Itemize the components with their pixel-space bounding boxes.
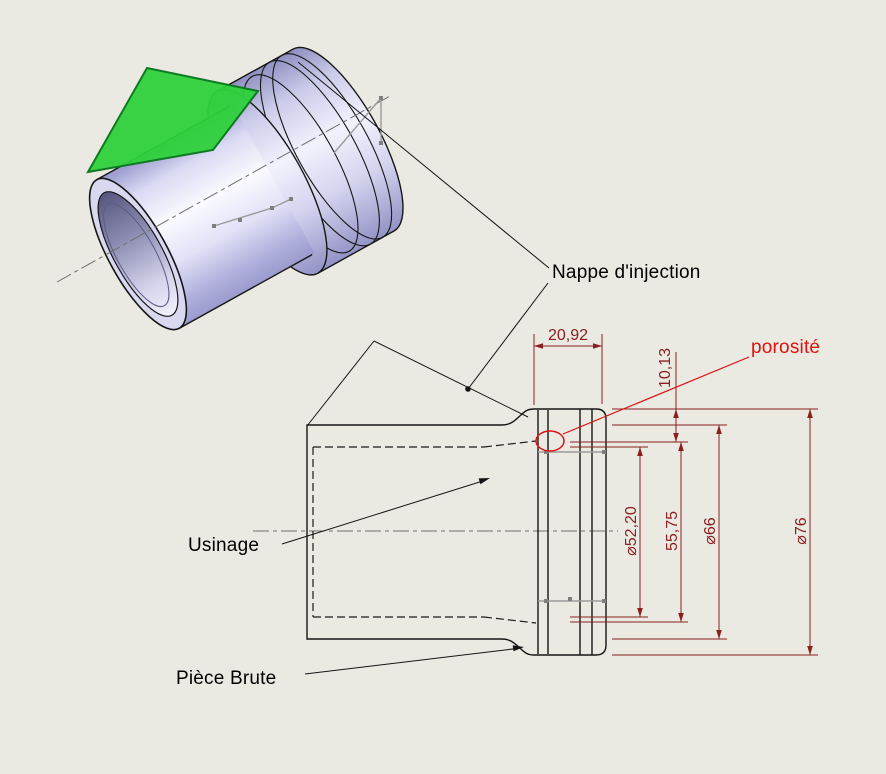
sketch-entities-3d <box>212 96 383 228</box>
dim-text-flange-diameter[interactable]: ⌀76 <box>793 517 810 545</box>
piece-brute-arrowhead <box>512 645 524 652</box>
part-3d-view[interactable] <box>56 32 425 359</box>
annotation-usinage[interactable]: Usinage <box>188 535 260 556</box>
flange-ring-edges <box>537 409 593 655</box>
dim-text-body-diameter[interactable]: ⌀66 <box>702 517 719 545</box>
annotation-porosite[interactable]: porosité <box>751 337 821 358</box>
dim-text-flange-width[interactable]: 20,92 <box>548 327 588 344</box>
machined-profile-dashed[interactable] <box>312 440 537 624</box>
dim-text-bore-diameter[interactable]: ⌀52,20 <box>623 506 640 556</box>
usinage-arrowhead <box>478 478 490 485</box>
dimension-body-diameter[interactable]: ⌀66 <box>702 425 722 639</box>
part-2d-section[interactable] <box>253 340 618 656</box>
porosity-leader <box>562 356 750 435</box>
dim-text-radial-offset[interactable]: 10,13 <box>657 348 674 388</box>
tube-bottom-edge <box>178 254 313 329</box>
annotation-nappe-injection[interactable]: Nappe d'injection <box>552 262 701 283</box>
axis-centerline-3d <box>56 95 391 283</box>
annotation-piece-brute[interactable]: Pièce Brute <box>176 668 277 689</box>
tube-bore-inner-edge <box>103 202 170 308</box>
dimension-bore-diameter[interactable]: ⌀52,20 <box>623 447 643 617</box>
piece-brute-leader <box>304 647 522 675</box>
dimension-flange-width[interactable]: 20,92 <box>534 327 602 349</box>
dimension-radial-offset[interactable]: 10,13 <box>657 348 679 442</box>
nappe-leader-to-3d <box>297 61 550 269</box>
tube-bore <box>97 191 179 317</box>
dimension-flange-diameter[interactable]: ⌀76 <box>793 409 813 655</box>
nappe-leader-dot <box>465 386 471 392</box>
raw-part-outline <box>306 408 607 656</box>
injection-sheet-projection <box>306 340 529 427</box>
dimensions: 20,92 10,13 ⌀52,20 55,75 ⌀66 <box>533 327 818 656</box>
dim-text-machined-diameter[interactable]: 55,75 <box>664 511 681 551</box>
porosity-circle[interactable] <box>535 430 565 452</box>
sketch-entities-2d <box>538 450 606 603</box>
flange-body <box>217 49 394 274</box>
nappe-leader-to-2d <box>467 282 549 390</box>
injection-plane[interactable] <box>86 66 260 174</box>
usinage-leader <box>281 479 487 545</box>
dimension-machined-diameter[interactable]: 55,75 <box>664 442 684 622</box>
annotation-leaders <box>281 61 750 675</box>
